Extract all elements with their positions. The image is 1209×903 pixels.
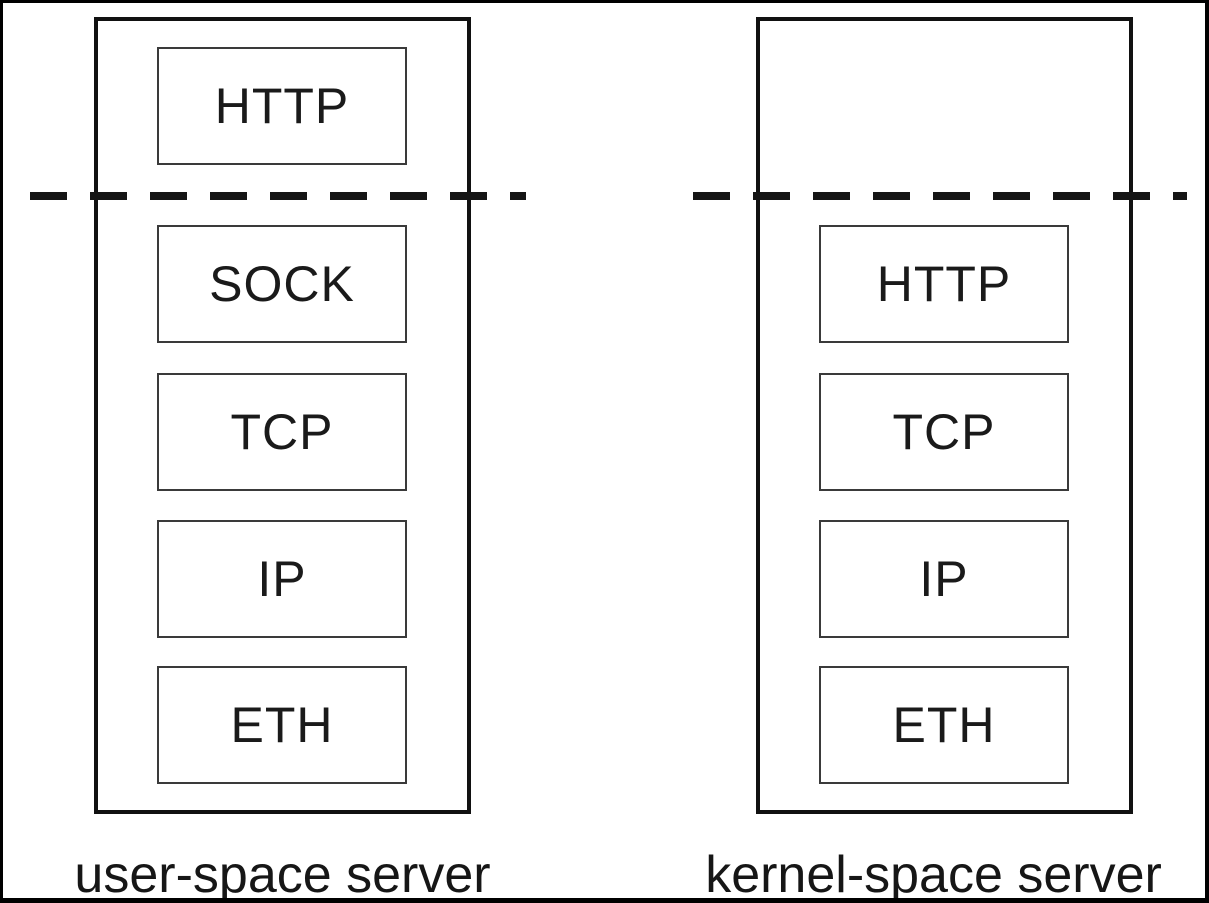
layer-box-kernel-http: HTTP [819, 225, 1069, 343]
layer-box-kernel-tcp: TCP [819, 373, 1069, 491]
kernel-space-server-caption: kernel-space server [705, 846, 1162, 903]
layer-box-kernel-eth: ETH [819, 666, 1069, 784]
layer-box-user-sock: SOCK [157, 225, 407, 343]
layer-box-user-eth: ETH [157, 666, 407, 784]
layer-box-kernel-ip: IP [819, 520, 1069, 638]
layer-box-user-http: HTTP [157, 47, 407, 165]
user-space-server-caption: user-space server [74, 846, 491, 903]
kernel-space-server-outline [756, 17, 1133, 814]
user-space-server-outline [94, 17, 471, 814]
layer-box-user-ip: IP [157, 520, 407, 638]
layer-box-user-tcp: TCP [157, 373, 407, 491]
user-kernel-divider-right-segment [693, 192, 1187, 200]
user-kernel-divider-left-segment [30, 192, 526, 200]
